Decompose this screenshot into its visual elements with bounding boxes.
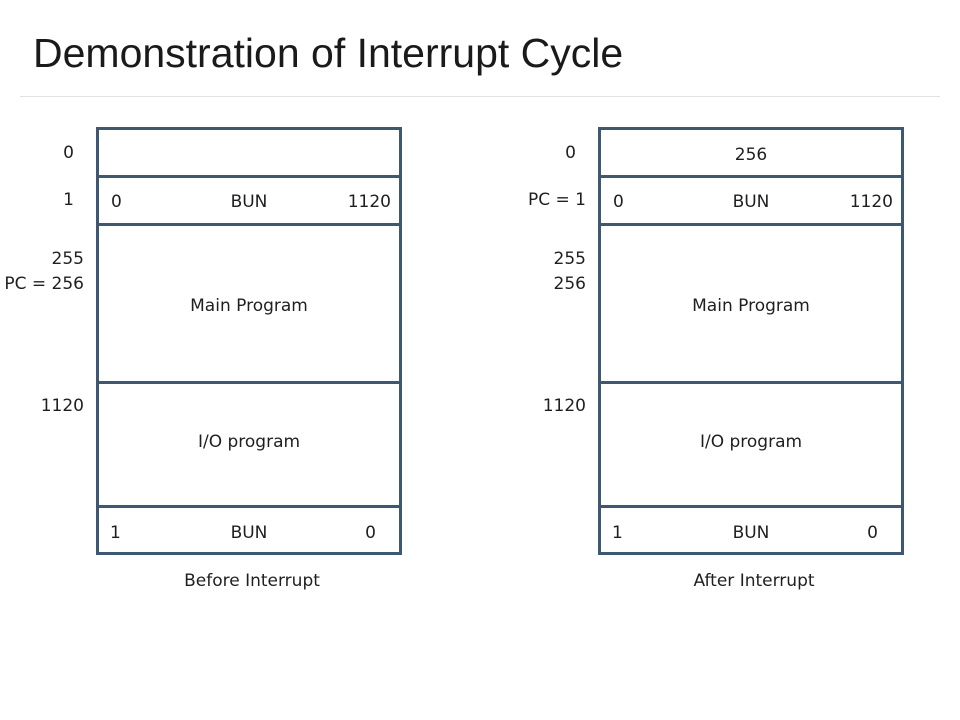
memory-cell-last — [601, 505, 901, 555]
address-label-1120: 1120 — [542, 396, 586, 416]
panel-caption: After Interrupt — [693, 571, 815, 591]
main-program-region: Main Program — [99, 223, 399, 381]
page-title: Demonstration of Interrupt Cycle — [33, 30, 624, 76]
memory-cell-0 — [99, 127, 399, 175]
io-program-label: I/O program — [699, 432, 803, 452]
last-instruction-opcode: BUN — [230, 523, 268, 543]
instruction-opcode: BUN — [732, 192, 770, 212]
last-instruction-address: 0 — [867, 523, 878, 543]
panel-caption: Before Interrupt — [184, 571, 320, 591]
memory-cell-1: 0 BUN 1120 — [601, 175, 901, 223]
address-label-256: 256 — [553, 274, 586, 294]
main-program-label: Main Program — [692, 296, 810, 316]
memory-cell-0: 256 — [601, 127, 901, 175]
io-program-region: I/O program — [99, 381, 399, 505]
instruction-address: 1120 — [347, 192, 391, 212]
instruction-indirect-bit: 0 — [111, 192, 122, 212]
address-label-256: PC = 256 — [4, 274, 84, 294]
cell-0-value: 256 — [734, 145, 768, 165]
last-instruction-indirect-bit: 1 — [612, 523, 623, 543]
address-label-255: 255 — [553, 249, 586, 269]
instruction-indirect-bit: 0 — [613, 192, 624, 212]
io-program-region: I/O program — [601, 381, 901, 505]
address-label-0: 0 — [63, 143, 74, 163]
last-instruction-opcode: BUN — [732, 523, 770, 543]
address-label-1120: 1120 — [40, 396, 84, 416]
title-divider — [20, 96, 940, 97]
last-instruction-indirect-bit: 1 — [110, 523, 121, 543]
instruction-opcode: BUN — [230, 192, 268, 212]
address-label-1: 1 — [63, 190, 74, 210]
address-label-0: 0 — [565, 143, 576, 163]
main-program-region: Main Program — [601, 223, 901, 381]
memory-block: 256 0 BUN 1120 Main Program I/O program — [598, 127, 904, 555]
memory-cell-last — [99, 505, 399, 555]
io-program-label: I/O program — [197, 432, 301, 452]
main-program-label: Main Program — [190, 296, 308, 316]
memory-cell-1: 0 BUN 1120 — [99, 175, 399, 223]
address-label-255: 255 — [51, 249, 84, 269]
memory-block: 0 BUN 1120 Main Program I/O program — [96, 127, 402, 555]
last-instruction-address: 0 — [365, 523, 376, 543]
instruction-address: 1120 — [849, 192, 893, 212]
address-label-1: PC = 1 — [528, 190, 586, 210]
